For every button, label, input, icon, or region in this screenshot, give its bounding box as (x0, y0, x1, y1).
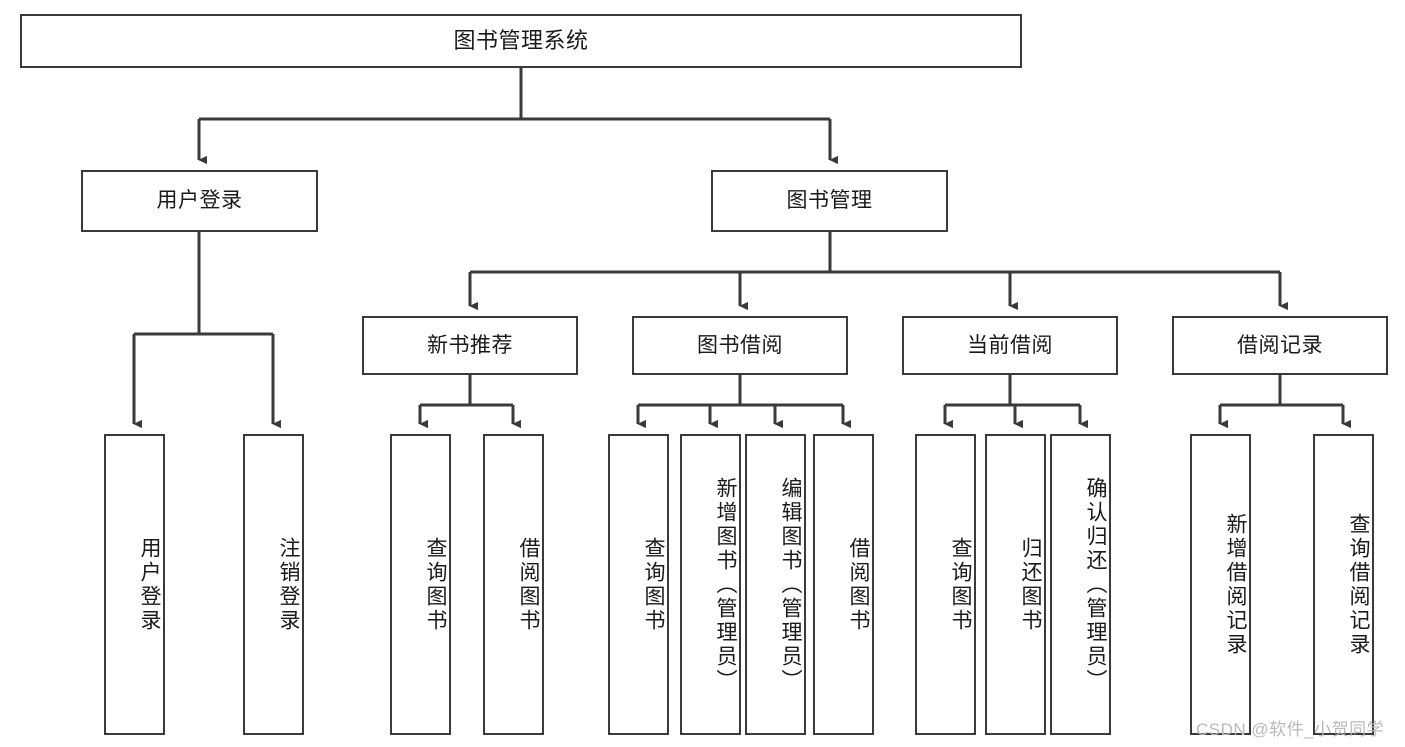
leaf-query-book-current[interactable]: 查询图书 (915, 434, 976, 735)
leaf-query-borrow-record[interactable]: 查询借阅记录 (1313, 434, 1374, 735)
leaf-edit-book-admin[interactable]: 编辑图书（管理员） (745, 434, 806, 735)
leaf-query-book-newbook[interactable]: 查询图书 (390, 434, 451, 735)
node-user-login[interactable]: 用户登录 (81, 170, 318, 232)
leaf-user-login[interactable]: 用户登录 (104, 434, 165, 735)
node-current-borrow[interactable]: 当前借阅 (902, 316, 1118, 375)
node-root-system[interactable]: 图书管理系统 (20, 14, 1022, 68)
node-new-book-recommendation[interactable]: 新书推荐 (362, 316, 578, 375)
leaf-query-book-borrow[interactable]: 查询图书 (608, 434, 669, 735)
node-borrow-record[interactable]: 借阅记录 (1172, 316, 1388, 375)
leaf-confirm-return-admin[interactable]: 确认归还（管理员） (1050, 434, 1111, 735)
leaf-borrow-book-newbook[interactable]: 借阅图书 (483, 434, 544, 735)
leaf-add-borrow-record[interactable]: 新增借阅记录 (1190, 434, 1251, 735)
leaf-return-book[interactable]: 归还图书 (985, 434, 1046, 735)
node-book-borrow[interactable]: 图书借阅 (632, 316, 848, 375)
leaf-logout[interactable]: 注销登录 (243, 434, 304, 735)
leaf-borrow-book-borrow[interactable]: 借阅图书 (813, 434, 874, 735)
leaf-add-book-admin[interactable]: 新增图书（管理员） (680, 434, 741, 735)
node-book-management[interactable]: 图书管理 (711, 170, 948, 232)
